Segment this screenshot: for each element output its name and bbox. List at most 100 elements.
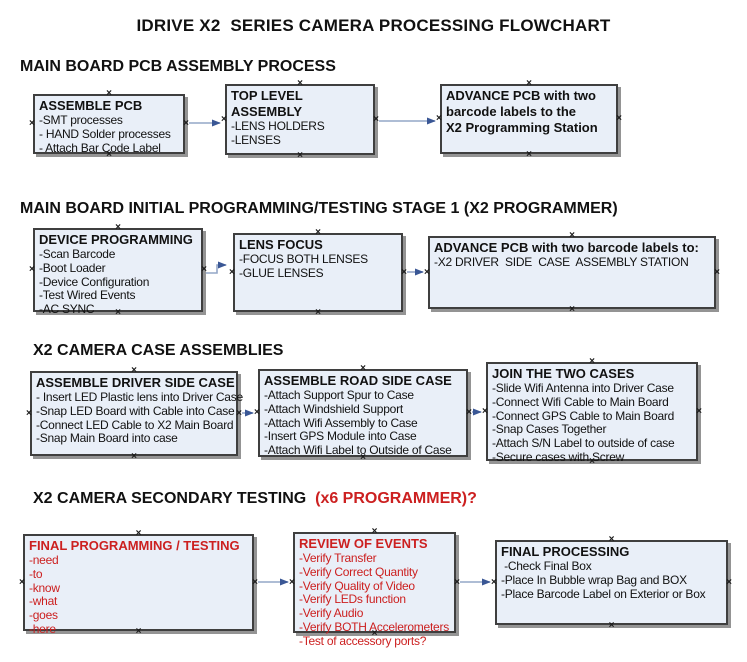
box-line: - Insert LED Plastic lens into Driver Ca… [36, 390, 243, 404]
connection-point-marker: × [131, 365, 137, 376]
section-heading-pcb-assembly: MAIN BOARD PCB ASSEMBLY PROCESS [20, 58, 336, 75]
connection-point-marker: × [696, 405, 702, 417]
box-line: -SMT processes [39, 113, 123, 127]
box-title: FINAL PROGRAMMING / TESTING [29, 538, 240, 553]
box-title: ASSEMBLE ROAD SIDE CASE [264, 373, 452, 388]
connection-point-marker: × [436, 113, 442, 124]
box-line: -Secure cases with Screw [492, 449, 625, 464]
box-line: -Check Final Box [501, 559, 592, 573]
connection-point-marker: × [254, 407, 260, 418]
connection-point-marker: × [424, 266, 430, 278]
box-title: LENS FOCUS [239, 237, 323, 252]
section-heading-red-part: (x6 PROGRAMMER)? [315, 490, 477, 507]
box-line: -Attach Wifi Assembly to Case [264, 415, 418, 430]
connection-point-marker: × [297, 78, 303, 89]
box-title: ASSEMBLE DRIVER SIDE CASE [36, 375, 235, 390]
box-line: -Verify Transfer [299, 551, 377, 565]
connection-point-marker: × [454, 576, 460, 588]
box-line: -Attach Wifi Label to Outside of Case [264, 443, 452, 458]
connection-point-marker: × [608, 620, 615, 631]
box-line: -Verify Audio [299, 606, 364, 621]
connection-point-marker: × [289, 576, 295, 588]
connection-point-marker: × [315, 307, 321, 318]
connection-point-marker: × [371, 526, 378, 537]
connection-point-marker: × [360, 452, 366, 463]
box-title: TOP LEVEL ASSEMBLY [231, 88, 303, 119]
box-assemble-driver-side-case: ASSEMBLE DRIVER SIDE CASE - Insert LED P… [26, 365, 243, 462]
box-advance-pcb-to-programming-station: ADVANCE PCB with two barcode labels to t… [436, 79, 622, 160]
connection-point-marker: × [29, 118, 35, 129]
box-assemble-road-side-case: ASSEMBLE ROAD SIDE CASE -Attach Support … [254, 363, 472, 463]
box-device-programming: DEVICE PROGRAMMING -Scan Barcode -Boot L… [29, 222, 207, 318]
box-final-programming-testing: FINAL PROGRAMMING / TESTING -need -to -k… [19, 528, 258, 637]
box-line: -Device Configuration [39, 274, 150, 289]
box-line: -Test Wired Events [39, 288, 136, 303]
connection-point-marker: × [131, 451, 137, 462]
section-heading-black-part: X2 CAMERA SECONDARY TESTING [33, 490, 316, 507]
box-advance-pcb-to-driver-side-station: ADVANCE PCB with two barcode labels to: … [424, 230, 720, 315]
box-line: -Connect GPS Cable to Main Board [492, 408, 675, 423]
connection-point-marker: × [589, 456, 595, 467]
section-heading-initial-programming: MAIN BOARD INITIAL PROGRAMMING/TESTING S… [20, 200, 618, 217]
connection-point-marker: × [608, 534, 615, 545]
connection-point-marker: × [297, 150, 303, 161]
connection-point-marker: × [526, 149, 532, 160]
box-line: -Verify BOTH Accelerometers [299, 619, 449, 634]
box-lens-focus: LENS FOCUS -FOCUS BOTH LENSES -GLUE LENS… [229, 227, 407, 318]
connection-point-marker: × [106, 88, 112, 99]
box-line: -know [29, 580, 60, 595]
connection-point-marker: × [29, 264, 35, 275]
connection-point-marker: × [616, 113, 622, 124]
connection-point-marker: × [315, 227, 321, 238]
box-title: ADVANCE PCB with two barcode labels to t… [446, 88, 598, 135]
box-join-the-two-cases: JOIN THE TWO CASES -Slide Wifi Antenna i… [482, 356, 702, 467]
box-top-level-assembly: TOP LEVEL ASSEMBLY -LENS HOLDERS -LENSES… [221, 78, 379, 161]
connection-point-marker: × [371, 628, 378, 639]
connection-point-marker: × [26, 407, 32, 419]
connection-point-marker: × [115, 222, 121, 233]
box-line: -Snap LED Board with Cable into Case [36, 403, 235, 418]
connection-point-marker: × [373, 113, 379, 125]
box-title: DEVICE PROGRAMMING [39, 232, 193, 247]
box-line: -Verify Quality of Video [299, 578, 415, 593]
connection-point-marker: × [229, 266, 235, 278]
section-heading-case-assemblies: X2 CAMERA CASE ASSEMBLIES [33, 342, 284, 359]
box-line: -what [29, 594, 58, 609]
connection-point-marker: × [360, 363, 366, 374]
connection-point-marker: × [569, 230, 575, 241]
connection-point-marker: × [401, 266, 407, 278]
box-line: -goes [29, 608, 58, 623]
box-line: -Insert GPS Module into Case [264, 429, 417, 444]
connection-point-marker: × [589, 356, 595, 367]
connection-point-marker: × [106, 149, 112, 160]
connection-point-marker: × [726, 576, 732, 588]
box-line: -Boot Loader [39, 260, 106, 275]
box-line: -Connect Wifi Cable to Main Board [492, 394, 669, 409]
box-line: -Place Barcode Label on Exterior or Box [501, 586, 706, 601]
box-line: -Snap Main Board into case [36, 431, 178, 446]
box-line: -to [29, 566, 43, 581]
connection-point-marker: × [252, 576, 258, 588]
box-title: FINAL PROCESSING [501, 544, 630, 559]
box-line: -Test of accessory ports? [299, 633, 427, 648]
connection-point-marker: × [19, 576, 25, 588]
page-title: IDRIVE X2 SERIES CAMERA PROCESSING FLOWC… [136, 16, 611, 35]
connection-point-marker: × [714, 266, 720, 278]
connector-arrow-device-to-lensfocus [206, 261, 227, 274]
box-line: -Attach Support Spur to Case [264, 388, 414, 402]
box-line: -here [29, 621, 56, 636]
box-line: -need [29, 553, 59, 567]
box-title: JOIN THE TWO CASES [492, 366, 635, 381]
box-line: - HAND Solder processes [39, 126, 171, 141]
connection-point-marker: × [491, 576, 497, 588]
box-review-of-events: REVIEW OF EVENTS -Verify Transfer -Verif… [289, 526, 460, 648]
box-line: -Attach S/N Label to outside of case [492, 436, 675, 451]
box-line: -Place In Bubble wrap Bag and BOX [501, 572, 687, 587]
connection-point-marker: × [221, 113, 227, 125]
box-line: -Verify Correct Quantity [299, 564, 418, 579]
connection-point-marker: × [135, 626, 142, 637]
box-line: -AC SYNC [39, 302, 95, 317]
connection-point-marker: × [135, 528, 142, 539]
box-line: -LENSES [231, 132, 281, 147]
box-line: -Attach Windshield Support [264, 401, 403, 416]
